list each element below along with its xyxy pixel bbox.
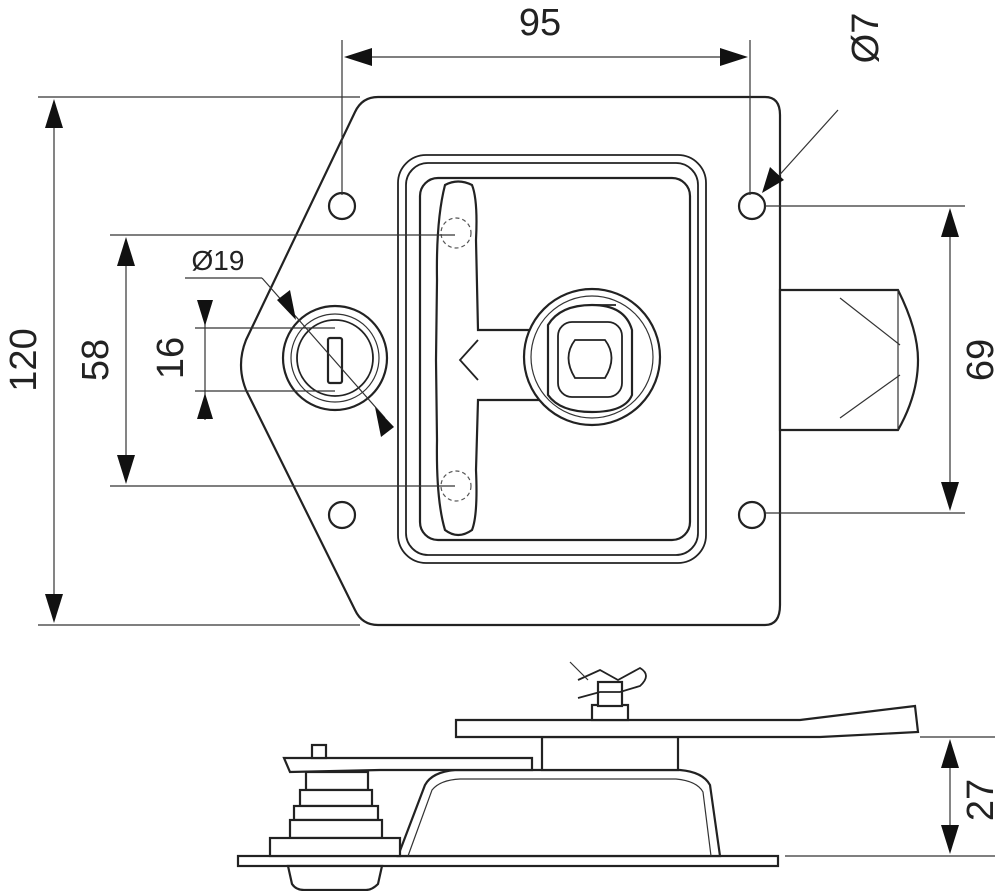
hidden-rivet-top — [440, 217, 472, 249]
side-handle-plate — [454, 704, 920, 739]
dim-120: 120 — [3, 328, 45, 391]
hub-cam — [546, 303, 634, 414]
dim-lock-diameter: Ø19 — [192, 245, 245, 276]
recessed-pan-outer — [397, 154, 707, 564]
side-lever — [282, 756, 534, 774]
lock-cylinder — [281, 304, 389, 412]
dim-16: 16 — [150, 337, 192, 379]
dim-69: 69 — [960, 339, 1000, 381]
dim-95: 95 — [519, 2, 561, 44]
dim-hole-diameter: Ø7 — [845, 13, 887, 64]
front-view — [239, 95, 920, 627]
mount-hole-br — [737, 500, 767, 530]
recessed-pan-inner — [405, 162, 699, 556]
mount-hole-tr — [737, 191, 767, 221]
dim-58: 58 — [75, 339, 117, 381]
t-handle-bar — [434, 180, 542, 537]
side-view — [236, 661, 920, 891]
dim-27: 27 — [960, 779, 1000, 821]
hidden-rivet-bottom — [440, 470, 472, 502]
side-base-plate — [236, 854, 780, 868]
dimension-lines — [38, 40, 965, 626]
side-hub — [540, 735, 680, 772]
mount-hole-tl — [327, 191, 357, 221]
mount-hole-bl — [327, 500, 357, 530]
latch-bolt — [778, 288, 920, 432]
side-pan-body — [396, 768, 722, 858]
dimension-depth — [785, 736, 995, 857]
side-lock — [268, 770, 402, 891]
